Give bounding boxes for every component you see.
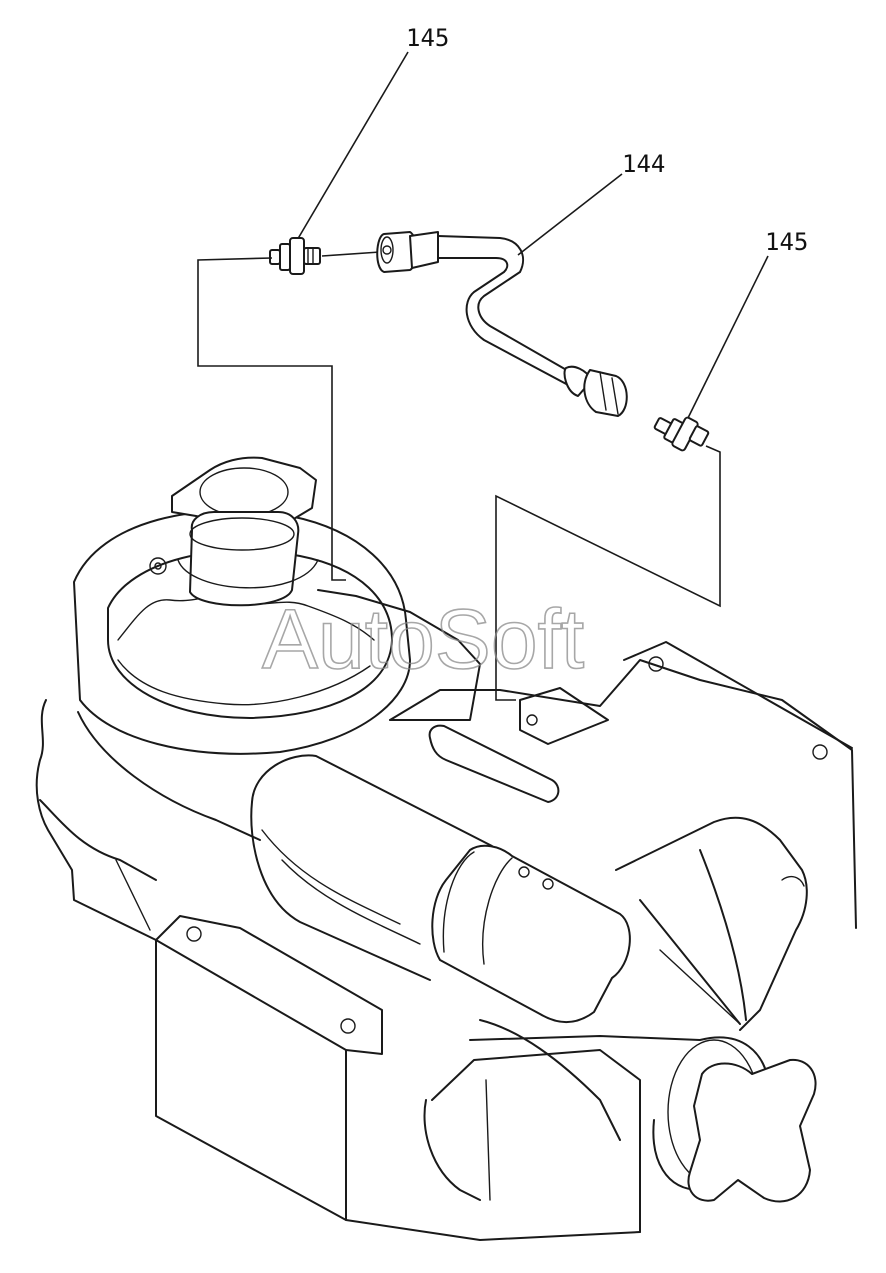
fitting-145-right-icon	[653, 416, 710, 452]
callout-145-left[interactable]: 145	[406, 24, 449, 52]
watermark-text: AutoSoft	[262, 592, 584, 686]
pump-assembly-icon	[35, 456, 857, 1241]
fitting-145-left-icon	[269, 237, 321, 275]
callout-145-right[interactable]: 145	[765, 228, 808, 256]
callout-144[interactable]: 144	[622, 150, 665, 178]
leader-line-145-left	[295, 51, 409, 243]
leader-line-144	[517, 173, 623, 256]
assembly-path-right	[495, 445, 721, 701]
assembly-path-left	[197, 257, 346, 581]
leader-line-145-right	[686, 255, 769, 421]
pipe-144-icon	[376, 231, 628, 417]
connector-line	[321, 251, 381, 257]
